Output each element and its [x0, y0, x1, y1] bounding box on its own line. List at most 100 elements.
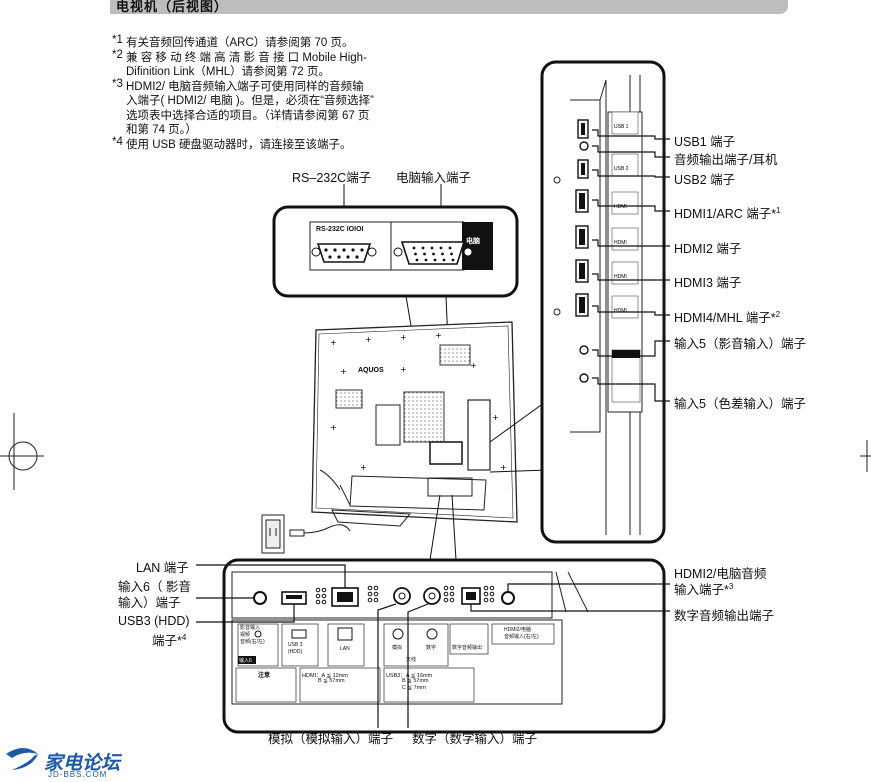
- side-port-tag: USB 1: [614, 124, 629, 130]
- side-port-label-text: USB2 端子: [674, 173, 736, 187]
- bottom-leader-lines: [196, 564, 670, 728]
- usb-icon: [291, 629, 307, 639]
- screw-icon: +: [400, 333, 407, 342]
- pin: [424, 258, 428, 262]
- hdmi2-pc-plate: [491, 623, 555, 645]
- digital-text: 数字: [426, 645, 437, 651]
- screw-icon: [373, 591, 379, 597]
- screw-icon: [373, 597, 379, 603]
- optical-port-inner: [466, 592, 476, 600]
- side-port-tag-plate: [611, 261, 639, 285]
- pin: [439, 246, 443, 250]
- bottom-ports: [235, 585, 555, 703]
- lan-label: LAN 端子: [136, 561, 189, 575]
- pin: [442, 258, 446, 262]
- pin: [421, 246, 425, 250]
- note-line: Difinition Link（MHL）请参阅第 72 页。: [126, 66, 330, 78]
- pin: [346, 255, 350, 259]
- usb3-c-text: C ≦ 7mm: [402, 685, 426, 691]
- hdd-text: (HDD): [288, 649, 303, 655]
- screw-icon: +: [435, 331, 442, 340]
- side-port-label-text: 输入5（色差输入）端子: [674, 397, 806, 411]
- side-port-tag: HDMI: [614, 204, 627, 210]
- side-port-tag-plate: [611, 111, 639, 135]
- screw-icon: [489, 591, 495, 597]
- screw-icon: [443, 591, 449, 597]
- screw-icon: +: [470, 361, 477, 370]
- pin: [337, 255, 341, 259]
- caution-plate: [235, 667, 297, 703]
- footnote-ref: 1: [776, 205, 781, 215]
- side-port-label-text: HDMI4/MHL 端子*: [674, 311, 776, 325]
- input6-plate-badge: [238, 656, 256, 664]
- pin: [433, 258, 437, 262]
- digital-input-label: 数字（数字输入）端子: [412, 732, 538, 746]
- side-port-label: 输入5（影音输入）端子: [674, 333, 806, 352]
- site-logo-name: 家电论坛: [44, 752, 121, 774]
- side-port-label-text: HDMI1/ARC 端子*: [674, 207, 777, 221]
- leader-line: [592, 129, 670, 140]
- pin: [355, 255, 359, 259]
- side-port-label: 音频输出端子/耳机: [674, 149, 777, 168]
- screw-icon: [373, 585, 379, 591]
- leader-line: [377, 603, 397, 728]
- pc-input-pins: [412, 246, 455, 262]
- note-line: 选项表中选择合适的项目。（详情请参阅第 67 页: [126, 109, 370, 122]
- jack-port-icon: [579, 141, 589, 151]
- screw-icon: [367, 597, 373, 603]
- leader-line: [196, 604, 295, 623]
- screw-icon: +: [340, 367, 347, 376]
- side-port-tag-plate: [611, 191, 639, 215]
- pin: [414, 252, 417, 256]
- usb3-a-text: USB3：A ≦ 16mm: [386, 673, 433, 679]
- pin: [450, 252, 453, 256]
- wall-outlet: [261, 514, 351, 554]
- pin: [430, 246, 434, 250]
- hdmi-a-text: HDMI：A ≦ 12mm: [302, 673, 348, 679]
- side-port-label: 输入5（色差输入）端子: [674, 393, 806, 412]
- section-title: 电视机（后视图）: [116, 0, 229, 14]
- lan-icon: [337, 627, 353, 641]
- hdmi-port-inner: [579, 193, 585, 209]
- side-leader-lines: [592, 129, 670, 402]
- site-logo-swirl: [6, 748, 38, 770]
- note-mark: *1: [112, 34, 123, 46]
- note-line: HDMI2/ 电脑音频输入端子可使用同样的音频输: [126, 80, 364, 93]
- side-port-tag: HDMI: [614, 240, 627, 246]
- optical-plate: [449, 623, 489, 655]
- hdmi-size-plate: [299, 667, 381, 703]
- side-port-label-text: USB1 端子: [674, 135, 736, 149]
- registration-mark-right: [860, 440, 871, 472]
- side-port-label: HDMI4/MHL 端子*2: [674, 307, 780, 326]
- leader-line: [592, 340, 670, 357]
- hdmi2-pc-audio-label-line1: HDMI2/电脑音频: [674, 567, 767, 581]
- screw-icon: +: [365, 335, 372, 344]
- hdmi-port-inner: [579, 263, 585, 279]
- screw-icon: [489, 585, 495, 591]
- registration-mark-left: [0, 413, 44, 490]
- leader-line: [507, 583, 670, 592]
- caution-text: 注意: [258, 673, 271, 679]
- rs232c-tag: RS-232C IOIOI: [316, 226, 364, 233]
- hdmi-port-inner: [579, 297, 585, 313]
- tv-logo: AQUOS: [358, 367, 384, 374]
- hdmi-port-inner: [579, 229, 585, 245]
- pin: [333, 248, 337, 252]
- usb-port-inner: [581, 123, 585, 135]
- screw-icon: +: [360, 463, 367, 472]
- side-port-label-text: 音频输出端子/耳机: [674, 153, 778, 167]
- screw-icon: +: [330, 338, 337, 347]
- analog-input-label: 模拟（模拟输入）端子: [268, 732, 394, 746]
- leader-line: [407, 603, 429, 728]
- leader-line: [592, 199, 670, 212]
- note-line: 使用 USB 硬盘驱动器时，请连接至该端子。: [126, 138, 352, 151]
- pin: [432, 252, 435, 256]
- screw-icon: [443, 585, 449, 591]
- screw-icon: [483, 585, 489, 591]
- screw-icon: [315, 593, 321, 599]
- pin: [342, 248, 346, 252]
- side-port-tag: HDMI: [614, 308, 627, 314]
- jack-icon: [254, 630, 262, 638]
- lan-port-inner: [337, 592, 353, 602]
- side-port-tag-plate: [611, 227, 639, 251]
